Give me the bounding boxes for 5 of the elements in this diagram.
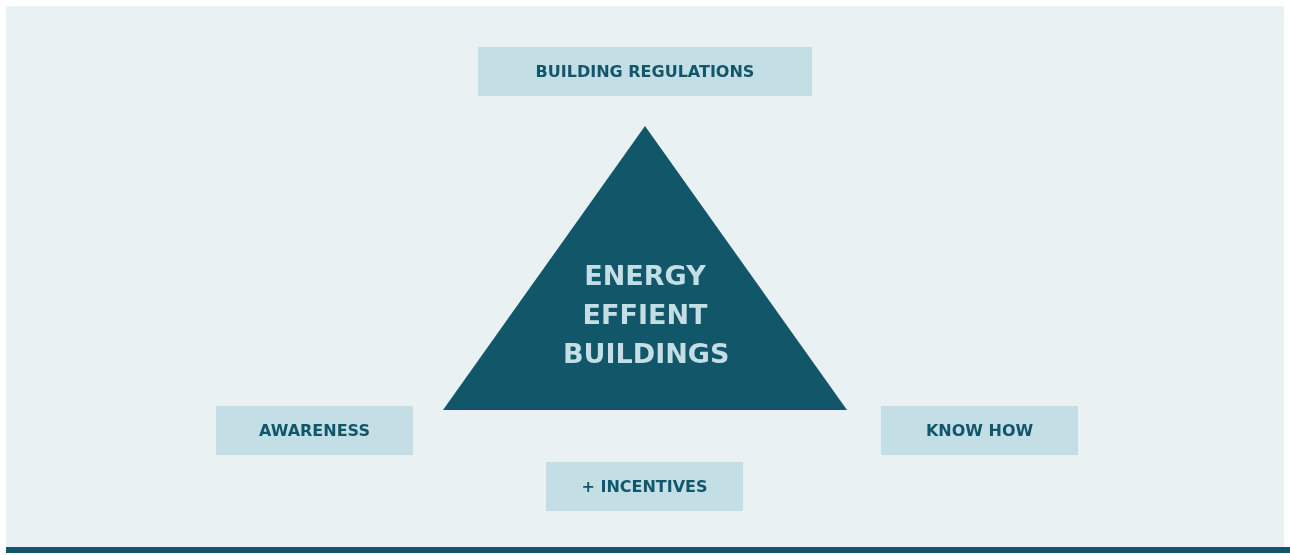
label-box: + INCENTIVES bbox=[546, 462, 743, 511]
label-box: AWARENESS bbox=[216, 406, 413, 455]
label-box: BUILDING REGULATIONS bbox=[478, 47, 812, 96]
triangle-title: ENERGY EFFIENT BUILDINGS bbox=[562, 259, 731, 371]
label-box: KNOW HOW bbox=[881, 406, 1078, 455]
